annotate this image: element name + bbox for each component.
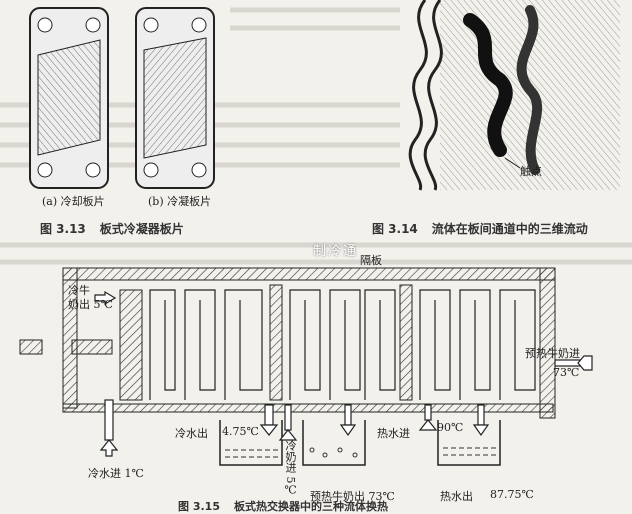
cold-milk-out-label: 冷牛 — [68, 284, 90, 297]
preheat-milk-out-label: 预热牛奶出 73℃ — [310, 490, 395, 503]
preheat-milk-in-label: 预热牛奶进 — [525, 347, 580, 360]
watermark: 制冷通 — [313, 244, 359, 259]
hot-water-out-label: 热水出 — [440, 490, 473, 503]
plate-a-label: (a) 冷却板片 — [42, 195, 105, 208]
cold-water-out-temp: 4.75℃ — [222, 425, 259, 438]
figure-3-15-caption: 图 3.15 板式热交换器中的三种流体换热 — [178, 498, 388, 514]
3d-flow-drawing — [408, 0, 620, 191]
caption-number: 图 3.13 — [40, 222, 86, 236]
plate-b-label: (b) 冷凝板片 — [148, 195, 212, 208]
cold-water-out-label: 冷水出 — [175, 427, 208, 440]
caption-number: 图 3.14 — [372, 222, 418, 236]
figure-3-14-caption: 图 3.14 流体在板间通道中的三维流动 — [372, 220, 588, 237]
preheat-milk-in-temp: 73℃ — [553, 366, 580, 379]
condensing-plate-drawing — [135, 7, 215, 189]
caption-text: 流体在板间通道中的三维流动 — [431, 222, 588, 236]
hot-water-out-temp: 87.75℃ — [490, 488, 534, 501]
caption-text: 板式热交换器中的三种流体换热 — [233, 500, 388, 513]
cold-milk-in-label: 冷奶进 5℃ — [284, 440, 297, 497]
partition-label: 隔板 — [360, 254, 382, 267]
hot-water-in-temp: 90℃ — [437, 421, 464, 434]
hot-water-in-label: 热水进 — [377, 427, 410, 440]
cooling-plate-drawing — [29, 7, 109, 189]
heat-exchanger-drawing — [19, 267, 593, 466]
cold-milk-out-temp: 奶出 5℃ — [68, 298, 113, 311]
caption-number: 图 3.15 — [178, 500, 220, 513]
contact-label: 触点 — [520, 165, 542, 178]
cold-water-in-label: 冷水进 1℃ — [88, 467, 144, 480]
caption-text: 板式冷凝器板片 — [99, 222, 184, 236]
figure-3-13-caption: 图 3.13 板式冷凝器板片 — [40, 220, 184, 237]
